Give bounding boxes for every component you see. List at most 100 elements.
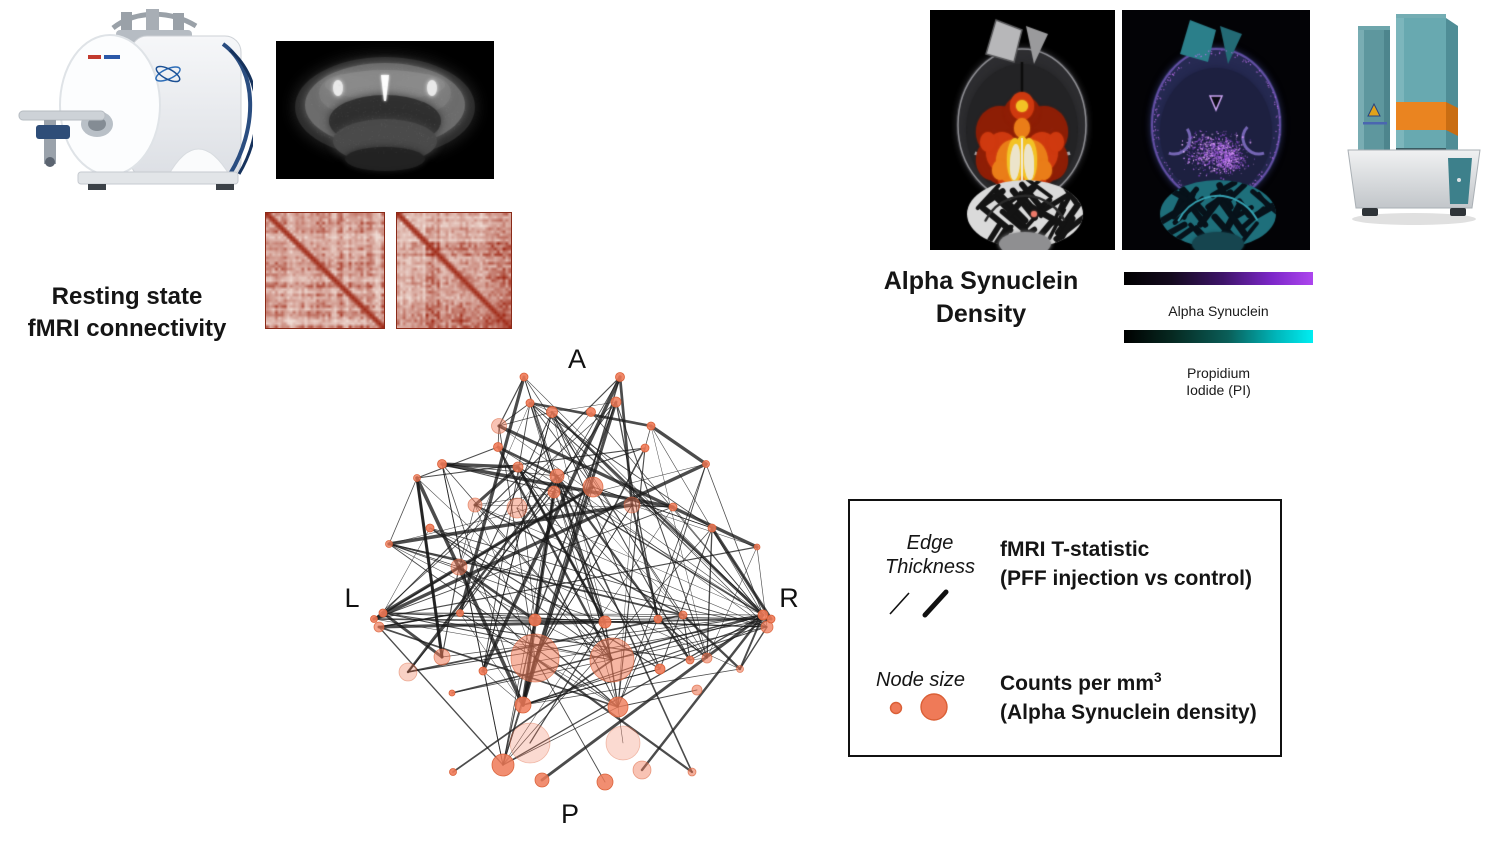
network-node xyxy=(623,496,641,514)
network-edge xyxy=(522,626,768,706)
network-edge xyxy=(672,506,764,616)
network-edge xyxy=(373,506,674,620)
edge-thickness-label: Edge Thickness xyxy=(880,531,980,579)
network-node xyxy=(450,558,468,576)
light-sheet-microscope-illustration xyxy=(1347,14,1481,225)
microscope-right-tower-cap xyxy=(1396,14,1446,20)
network-edge xyxy=(529,402,594,488)
network-edge xyxy=(373,618,613,661)
network-edge xyxy=(378,626,504,766)
network-node xyxy=(491,753,515,777)
network-node xyxy=(528,613,542,627)
microscope-logo xyxy=(1367,102,1381,117)
network-node xyxy=(491,418,507,434)
scanner-pipe xyxy=(173,13,184,33)
network-edge xyxy=(498,425,764,616)
network-edge xyxy=(373,618,606,623)
network-node xyxy=(596,773,614,791)
resting-caption-line1: Resting state xyxy=(51,283,203,310)
network-node xyxy=(425,523,435,533)
network-node xyxy=(385,540,393,548)
network-node xyxy=(378,608,388,618)
network-edge xyxy=(388,543,613,661)
network-node xyxy=(586,407,596,417)
node-desc-superscript: 3 xyxy=(1154,670,1162,685)
network-node xyxy=(506,497,528,519)
node-small-sample xyxy=(889,701,903,715)
network-edge xyxy=(553,491,606,623)
scanner-bed-clamp xyxy=(36,125,70,139)
connectivity-matrix-control xyxy=(265,212,385,329)
histology-propidium-iodide-image xyxy=(1122,10,1310,250)
resting-caption-line2: fMRI connectivity xyxy=(27,314,227,342)
network-edge xyxy=(481,375,622,673)
network-edge xyxy=(517,466,536,621)
network-node xyxy=(510,633,560,683)
network-node xyxy=(607,696,629,718)
network-edge xyxy=(473,465,520,507)
network-edge xyxy=(529,402,713,529)
network-edge xyxy=(458,375,526,615)
network-label-right: R xyxy=(779,583,799,613)
network-edge xyxy=(551,411,606,623)
node-size-samples xyxy=(889,693,948,721)
network-edge xyxy=(441,463,524,706)
network-edge xyxy=(496,445,559,478)
network-node xyxy=(519,372,529,382)
microscope-orange-band xyxy=(1396,102,1446,130)
microscope-shadow xyxy=(1352,213,1476,225)
network-edge xyxy=(498,411,553,427)
network-edge xyxy=(459,612,524,706)
network-node xyxy=(598,615,612,629)
scanner-foot xyxy=(88,184,106,190)
network-edge xyxy=(502,486,594,766)
edge-thickness-description: fMRI T-statistic (PFF injection vs contr… xyxy=(1000,535,1252,593)
network-edge xyxy=(739,626,768,670)
network-edge xyxy=(441,463,613,661)
network-node xyxy=(512,461,524,473)
network-edge xyxy=(441,463,504,766)
scanner-cable xyxy=(229,48,253,175)
network-node xyxy=(646,421,656,431)
node-large-sample xyxy=(920,693,948,721)
network-edge xyxy=(706,546,758,659)
network-node xyxy=(736,665,744,673)
network-edge xyxy=(640,613,765,772)
network-edge xyxy=(590,411,764,616)
network-edge xyxy=(551,411,661,670)
alpha-caption-line2: Density xyxy=(935,300,1027,328)
microscope-orange-band-side xyxy=(1446,102,1458,136)
network-node xyxy=(610,396,622,408)
alpha-density-caption: Alpha Synuclein Density xyxy=(872,265,1090,331)
network-edge xyxy=(388,543,684,616)
edge-desc-line2: (PFF injection vs control) xyxy=(1000,567,1253,590)
network-edge xyxy=(474,504,536,659)
network-edge xyxy=(711,527,772,620)
network-edge xyxy=(441,614,764,658)
network-edge xyxy=(682,614,691,661)
network-edge xyxy=(522,668,741,706)
scanner-brand-mark xyxy=(104,55,120,59)
network-node xyxy=(640,443,650,453)
edge-thickness-samples xyxy=(889,589,949,618)
network-edge xyxy=(540,613,765,782)
network-edge xyxy=(689,618,772,661)
network-edge xyxy=(517,466,661,670)
network-edge xyxy=(373,401,617,620)
network-edge xyxy=(681,613,742,671)
alpha-caption-line1: Alpha Synuclein xyxy=(883,267,1079,295)
network-node xyxy=(525,398,535,408)
network-node xyxy=(547,485,561,499)
network-edge xyxy=(522,618,772,706)
network-edge xyxy=(459,411,553,614)
network-edge xyxy=(534,618,659,621)
network-edge xyxy=(388,463,707,545)
scanner-pipe xyxy=(146,9,159,35)
network-edge xyxy=(440,462,675,509)
network-edge xyxy=(482,670,524,706)
node-desc-line2: (Alpha Synuclein density) xyxy=(1000,701,1257,724)
network-edge xyxy=(523,376,764,616)
legend-box xyxy=(848,499,1282,757)
network-edge xyxy=(381,611,444,659)
network-edge xyxy=(482,411,553,672)
